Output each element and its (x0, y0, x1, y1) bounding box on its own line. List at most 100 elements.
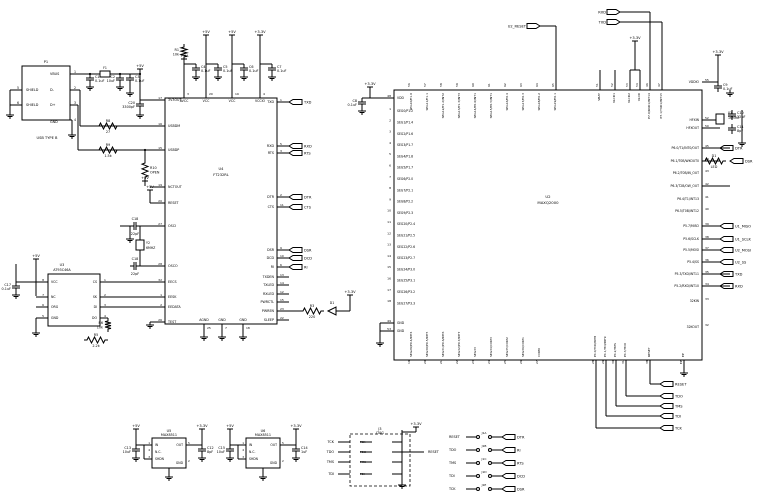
ft232-pin-label: EECS (168, 280, 177, 284)
resistor-ref: R8 (106, 119, 111, 123)
ft232-pin-num: 23 (280, 307, 284, 311)
jtag-signal: TDI (327, 472, 334, 476)
eeprom-pin-num: 2 (104, 293, 106, 297)
net-label: U2_MOSI (735, 248, 751, 252)
mcu-pin-label: SEG35/COM2 (505, 337, 509, 357)
mcu-pin-num: 4 (389, 141, 391, 145)
ft232-pin-label: EESK (168, 295, 177, 299)
ft232-pin-num: 9 (280, 246, 282, 250)
mcu-pin-label: SEG0/P1.2 (397, 109, 413, 113)
jumper-pin (488, 474, 492, 478)
eeprom-pin-label: VCC (51, 280, 58, 284)
mcu-pin-num: 57 (423, 83, 427, 87)
mcu-pin-label: 32KIN (690, 299, 700, 303)
capacitor-ref: C14 (301, 446, 308, 450)
mcu-pin-label: P7.1/TXD1/INT15 (659, 93, 663, 119)
jumper-pin (488, 487, 492, 491)
mcu-pin-num: 45 (705, 144, 709, 148)
capacitor-value: 0.1uF (135, 79, 145, 83)
mcu-pin-num: 27 (535, 360, 539, 364)
ft232-pin-num: 17 (158, 96, 162, 100)
jumper-pin (476, 474, 480, 478)
mcu-pin-num: 7 (389, 175, 391, 179)
eeprom-pin-num: 8 (42, 278, 44, 282)
ft232-pin-label: TXD (266, 100, 274, 104)
mcu-pin-num: 2 (389, 118, 391, 122)
mcu-pin-num: 38 (705, 235, 709, 239)
resistor-value: LED (711, 165, 718, 169)
resistor (300, 306, 324, 316)
mcu-pin-num: 14 (387, 254, 391, 258)
jumper-ref: J1C (481, 457, 487, 461)
mcu-pin-num: 28 (591, 360, 595, 364)
mcu-pin-num: 64 (535, 83, 539, 87)
jumper-left-label: TMS (448, 461, 456, 465)
resistor-ref: R3 (310, 304, 315, 308)
regulator-part: MAX8511 (255, 433, 271, 437)
regulator-pin-label: GND (270, 461, 278, 465)
mcu-pin-label: P5.2/RXD/INT10 (674, 284, 699, 288)
mcu-pin-label: HFXIN (690, 118, 700, 122)
capacitor-ref: C2 (110, 75, 115, 79)
mcu-pin-label: SEG32/P0.7/INT7 (457, 331, 461, 357)
rail-label: +5V (226, 424, 234, 428)
regulator-ref: U6 (261, 429, 266, 433)
mcu-pin-num: 15 (387, 265, 391, 269)
capacitor-value: 0.1uF (348, 103, 358, 107)
mcu-pin-num: 12 (387, 231, 391, 235)
ft232-pin-num: 5 (280, 142, 282, 146)
ft232-pin-num: 4 (263, 92, 265, 96)
capacitor-value: 0.1uF (277, 69, 287, 73)
mcu-pin-num: 18 (387, 299, 391, 303)
resistor (104, 318, 112, 332)
rail-label: +5V (180, 54, 188, 58)
mcu-pin-label: SEG2/P1.6 (397, 132, 413, 136)
rail-label: +5V (228, 30, 236, 34)
ft232-pin-label: RTS (268, 151, 274, 155)
capacitor-value: 10uF (123, 450, 131, 454)
mcu-pin-label: SEG27/P3.3 (397, 301, 415, 305)
regulator-pin-num: 5 (188, 441, 190, 445)
net-label: RTS (517, 461, 524, 465)
eeprom-pin-num: 3 (104, 303, 106, 307)
ft232-pin-label: VCC (229, 99, 236, 103)
ft232-pin-label: CTS (268, 205, 274, 209)
mcu-pin-label: 32KOUT (687, 325, 699, 329)
mcu-pin-label: SEG14/P0.6/INT1 (473, 93, 477, 119)
mcu-pin-num: 41 (705, 195, 709, 199)
regulator-pin-label: OUT (176, 443, 183, 447)
ft232-pin-label: AVCC (180, 99, 189, 103)
junction (118, 72, 122, 76)
capacitor-value: 8pF (207, 450, 213, 454)
usb-type: USB TYPE B (37, 136, 58, 140)
capacitor-ref: C12 (207, 446, 214, 450)
ft232-pin-num: 13 (280, 273, 284, 277)
ft232-pin-num: 14 (280, 281, 284, 285)
mcu-pin-num: 35 (705, 270, 709, 274)
ft232-part: FT232RL (213, 173, 229, 177)
mcu-pin-label: SEG9/P2.3 (397, 211, 413, 215)
net-tag (288, 99, 303, 105)
regulator-pin-num: 4 (242, 448, 244, 452)
net-label: RXD (735, 284, 743, 288)
mcu-pin-num: 36 (705, 258, 709, 262)
eeprom-pin-label: ORG (51, 305, 59, 309)
capacitor-ref: C10 (737, 111, 744, 115)
ft232-pin-label: TXDEN (262, 275, 275, 279)
mcu-pin-label: SEG15/P0.5/INT1 (489, 93, 493, 119)
mcu-pin-num: 59 (455, 83, 459, 87)
mcu-pin-label: P4.2/TMS (613, 343, 617, 357)
net-label: DCD (304, 256, 312, 260)
net-label: U2_RESET (508, 24, 527, 28)
capacitor-value: 3300pF (122, 105, 135, 109)
regulator-pin-num: 3 (148, 455, 150, 459)
rail-label: +3.3V (629, 36, 641, 40)
ft232-pin-label: PWREN (262, 309, 275, 313)
ft232-pin-num: 19 (235, 92, 239, 96)
eeprom-pin-label: NC (51, 295, 56, 299)
capacitor-ref: C18 (132, 257, 139, 261)
mcu-pin-num: 6 (389, 164, 391, 168)
rail-label: +5V (136, 64, 144, 68)
regulator-pin-label: GND (176, 461, 184, 465)
capacitor-ref: C3 (135, 75, 140, 79)
